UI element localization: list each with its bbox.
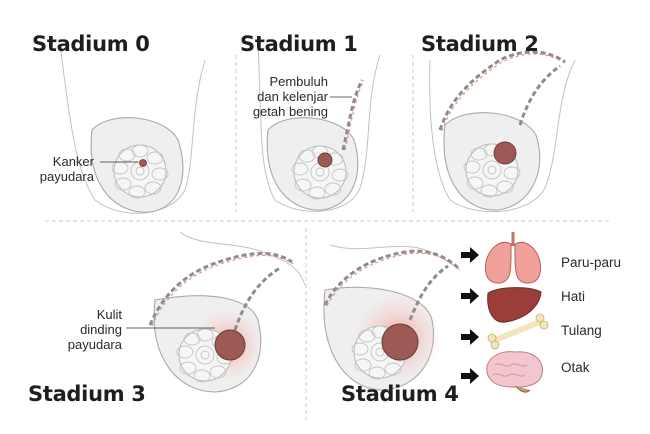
tumor-annotation: Kanker payudara <box>40 154 94 184</box>
panel-dividers <box>45 55 612 420</box>
tumor-stage-1 <box>317 152 333 168</box>
tumor-stage-4 <box>381 323 419 361</box>
breast-illustration-stage-4 <box>323 244 461 391</box>
breast-illustration-stage-0 <box>59 44 206 214</box>
tumor-annotation-line: Kanker <box>52 154 94 169</box>
lymph-annotation-line: Pembuluh <box>269 74 328 89</box>
organ-label-bone: Tulang <box>561 323 602 338</box>
organ-label-liver: Hati <box>561 289 586 304</box>
lymph-annotation: Pembuluh dan kelenjar getah bening <box>253 74 328 119</box>
organ-label-brain: Otak <box>561 360 590 375</box>
lymph-annotation-line: getah bening <box>252 104 328 119</box>
tumor-stage-3 <box>214 329 246 361</box>
skin-annotation-line: dinding <box>80 322 122 337</box>
breast-illustration-stage-2 <box>429 50 576 213</box>
tumor-annotation-line: payudara <box>39 169 94 184</box>
brain-icon <box>486 351 543 393</box>
organ-label-lungs: Paru-paru <box>561 255 622 270</box>
skin-annotation: Kulit dinding payudara <box>68 307 122 352</box>
breast-illustration-stage-3 <box>126 231 306 393</box>
lymph-annotation-line: dan kelenjar <box>257 89 328 104</box>
arrow-icon <box>461 247 479 263</box>
arrow-icon <box>461 368 479 384</box>
arrow-icon <box>461 329 479 345</box>
breast-illustration-stage-1 <box>257 44 381 212</box>
skin-annotation-line: Kulit <box>96 307 122 322</box>
stage-title-3: Stadium 3 <box>28 382 146 406</box>
tumor-stage-0 <box>139 159 147 167</box>
metastasis-arrows <box>461 247 479 384</box>
arrow-icon <box>461 288 479 304</box>
tumor-stage-2 <box>493 141 517 165</box>
liver-icon <box>487 287 542 323</box>
stage-title-1: Stadium 1 <box>240 32 358 56</box>
stage-title-0: Stadium 0 <box>32 32 150 56</box>
stage-title-4: Stadium 4 <box>341 382 459 406</box>
bone-icon <box>487 313 549 350</box>
stage-title-2: Stadium 2 <box>421 32 539 56</box>
skin-annotation-line: payudara <box>67 337 122 352</box>
lungs-icon <box>485 232 541 284</box>
